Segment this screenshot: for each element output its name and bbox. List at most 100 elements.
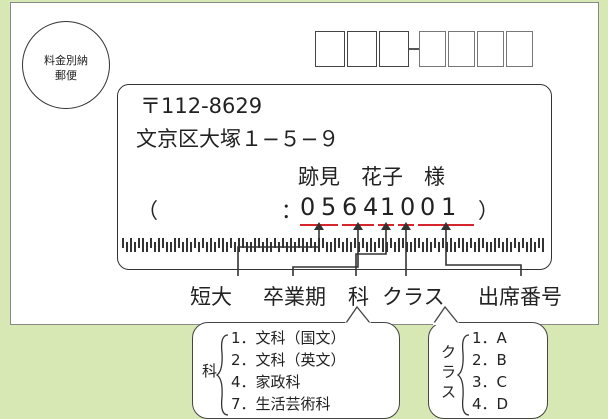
postage-stamp-mark: 料金別納 郵便 [22,21,110,109]
ka-item-3: 4．家政科 [231,373,301,391]
barcode-bar [174,238,176,252]
student-id-digit: 0 [420,193,436,221]
colon: ： [281,199,302,223]
barcode-bar [530,238,532,252]
barcode-bar [486,242,488,252]
barcode-bar [438,242,440,252]
barcode-bar [450,238,452,252]
barcode-bar [406,242,408,252]
ka-item-2: 2．文科（英文） [231,351,346,369]
barcode-bar [242,238,244,248]
barcode-bar [158,238,160,252]
postal-code-text: 〒112-8629 [140,94,263,118]
leader-tanki [237,228,320,276]
ka-item-4: 7．生活芸術科 [231,395,331,413]
leader-ka [355,228,387,276]
barcode-bar [274,238,276,248]
class-bubble-pointer [433,305,459,325]
class-bubble-title-2: ラ [441,363,457,381]
barcode-bar [350,242,352,252]
barcode-bar [390,238,392,248]
barcode-bar [478,238,480,252]
barcode-bar [150,238,152,248]
class-bubble [428,322,548,419]
barcode-bar [302,238,304,252]
barcode-bar [238,238,240,252]
barcode-bar [310,238,312,248]
barcode-bar [494,238,496,252]
barcode-bar [202,238,204,248]
postal-box-7 [506,31,533,67]
barcode-bar [354,238,356,248]
barcode-bar [334,238,336,252]
postal-box-5 [448,31,475,67]
arrow-tanki [314,222,324,230]
barcode-bar [206,242,208,252]
barcode-bar [382,238,384,252]
barcode-bar [126,242,128,252]
barcode-bar [370,238,372,252]
barcode-bar [490,242,492,252]
student-id-digit: 1 [380,193,396,221]
barcode-bar [258,238,260,248]
barcode-bar [282,238,284,248]
arrow-ka [381,222,391,230]
barcode-bar [342,242,344,252]
student-id-digit: 0 [400,193,416,221]
barcode-bar [378,238,380,248]
stamp-text-line2: 郵便 [55,69,77,82]
class-bubble-title-1: ク [441,343,457,361]
barcode-bar [434,238,436,248]
class-bubble-title-3: ス [441,383,457,401]
barcode-bar [182,242,184,252]
ka-bubble-title: 科 [202,362,218,380]
arrow-shusseki [441,222,451,230]
class-item-1: 1．A [472,329,507,347]
ka-item-1: 1．文科（国文） [231,329,346,347]
arrow-sotsugyo [353,222,363,230]
label-tanki: 短大 [190,285,232,309]
ka-bubble-pointer [345,305,371,325]
class-brace [457,334,470,416]
student-id-digit: 6 [342,193,358,221]
student-id-digit: 5 [321,193,337,221]
barcode-bar [402,238,404,248]
barcode-bar [190,242,192,252]
barcode-bar [502,242,504,252]
barcode-bar [338,238,340,248]
barcode-bar [514,238,516,248]
barcode-bar [122,238,124,248]
postal-box-1 [315,31,345,67]
barcode-bar [134,242,136,252]
barcode-bar [222,238,224,252]
barcode-bar [346,238,348,252]
leader-shusseki [445,228,522,276]
class-item-2: 2．B [472,351,507,369]
barcode-bar [534,242,536,252]
barcode-bar [234,242,236,252]
barcode-bar [326,242,328,252]
barcode-bar [298,238,300,248]
customer-barcode [122,238,544,252]
street-address: 文京区大塚１−５−９ [136,127,340,151]
stamp-text-line1: 料金別納 [44,54,88,67]
barcode-bar [466,242,468,252]
barcode-bar [366,242,368,252]
barcode-bar [458,238,460,248]
barcode-bar [362,238,364,248]
barcode-bar [518,242,520,252]
barcode-bar [442,238,444,248]
barcode-bar [214,242,216,252]
barcode-bar [154,242,156,252]
class-item-3: 3．C [472,373,508,391]
barcode-bar [394,242,396,252]
barcode-bar [522,238,524,248]
label-ka: 科 [348,285,369,309]
barcode-bar [506,238,508,252]
barcode-bar [374,242,376,252]
barcode-bar [510,242,512,252]
student-id-digit: 0 [300,193,316,221]
barcode-bar [386,242,388,252]
leader-sotsugyo [292,228,359,276]
postal-dash [409,48,419,50]
